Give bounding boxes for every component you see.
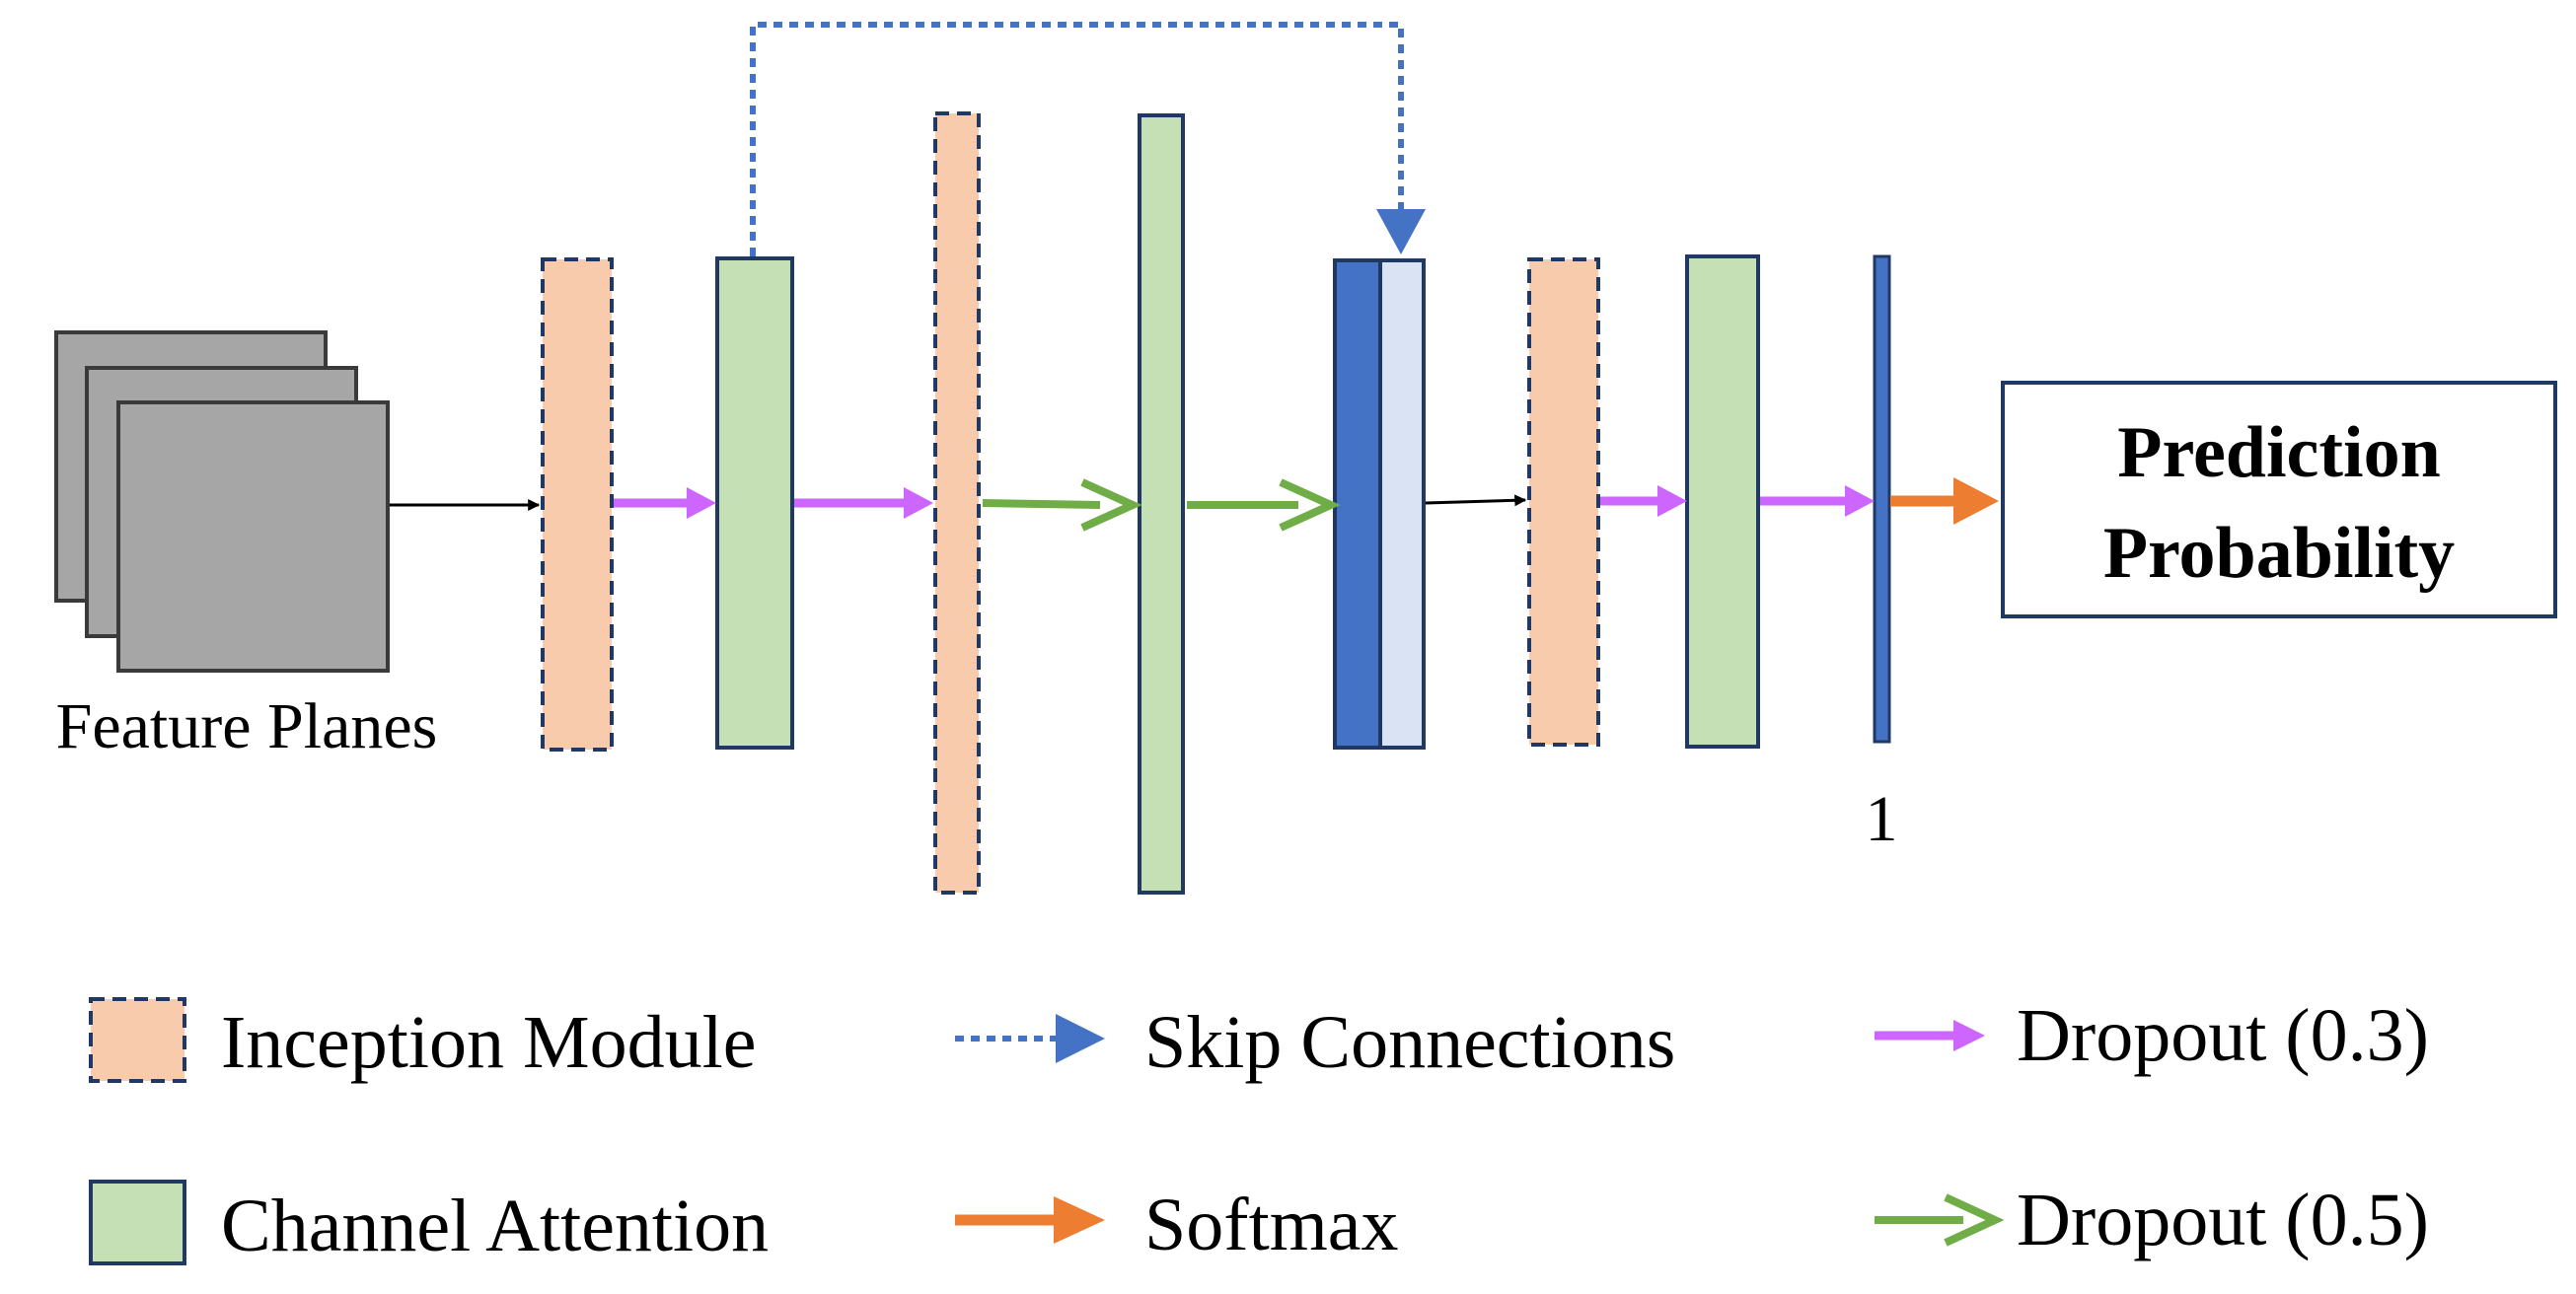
- skip-connection: [750, 22, 1426, 256]
- dropout-05-arrow: [982, 478, 1142, 532]
- feature-plane-front: [116, 400, 390, 673]
- legend-dropout-03-label: Dropout (0.3): [2017, 994, 2429, 1077]
- legend-skip-swatch: [955, 1014, 1105, 1063]
- concat-block-dark: [1333, 258, 1382, 750]
- legend-softmax-label: Softmax: [1144, 1184, 1399, 1266]
- skip-arrowhead: [1376, 209, 1426, 254]
- concat-block-light: [1378, 258, 1426, 750]
- dropout-03-arrow: [1760, 485, 1875, 517]
- dropout-03-arrow: [794, 487, 933, 519]
- channel-attention-1: [715, 256, 794, 750]
- prediction-probability-box: [2001, 381, 2557, 618]
- legend-inception-swatch: [89, 997, 186, 1083]
- channel-attention-3: [1685, 254, 1760, 749]
- legend-skip-label: Skip Connections: [1144, 1001, 1675, 1084]
- channel-attention-2: [1138, 113, 1185, 895]
- final-dense-layer: [1873, 254, 1891, 744]
- output-label-line1: Prediction: [2117, 412, 2440, 493]
- legend-inception-label: Inception Module: [221, 1001, 756, 1084]
- softmax-arrow: [1890, 477, 1999, 525]
- feature-planes: [54, 330, 390, 673]
- inception-module-3: [1527, 257, 1600, 747]
- dropout-03-arrow: [614, 487, 716, 519]
- legend-softmax-swatch: [955, 1196, 1105, 1244]
- output-label-line2: Probability: [2103, 513, 2455, 594]
- legend-dropout-03-swatch: [1875, 1020, 1985, 1051]
- inception-module-1: [541, 257, 614, 752]
- inception-module-2: [933, 111, 981, 895]
- dropout-03-arrow: [1600, 485, 1687, 517]
- dropout-05-arrow: [1187, 478, 1341, 532]
- feature-planes-label: Feature Planes: [56, 690, 438, 762]
- arrow-concat-to-inception: [1425, 494, 1527, 507]
- final-layer-size-label: 1: [1866, 783, 1898, 855]
- legend: Inception Module Channel Attention Skip …: [89, 994, 2429, 1267]
- legend-dropout-05-label: Dropout (0.5): [2017, 1179, 2429, 1261]
- legend-attention-label: Channel Attention: [221, 1185, 769, 1267]
- legend-attention-swatch: [89, 1180, 186, 1265]
- legend-dropout-05-swatch: [1875, 1193, 2005, 1247]
